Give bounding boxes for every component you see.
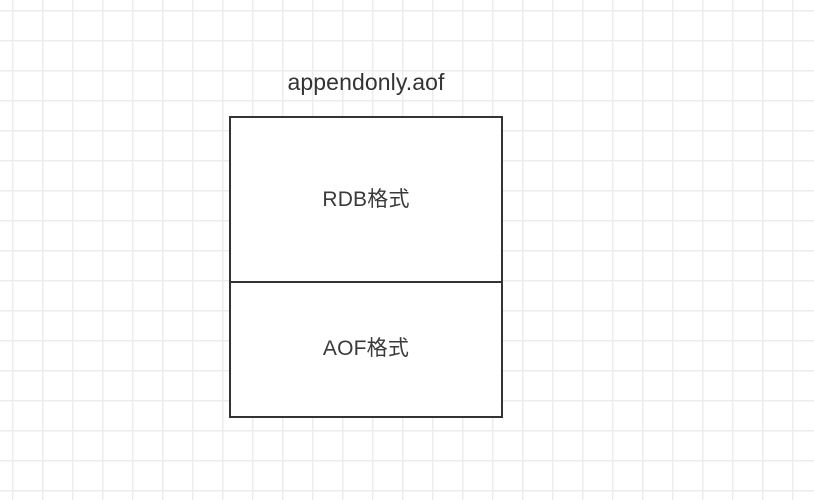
diagram-title: appendonly.aof [287,69,445,95]
appendonly-file-box: RDB格式 AOF格式 [229,116,503,418]
box-section-aof: AOF格式 [231,283,501,415]
box-section-rdb-label: RDB格式 [322,187,410,211]
box-section-aof-label: AOF格式 [322,337,410,360]
box-section-rdb: RDB格式 [231,118,501,283]
